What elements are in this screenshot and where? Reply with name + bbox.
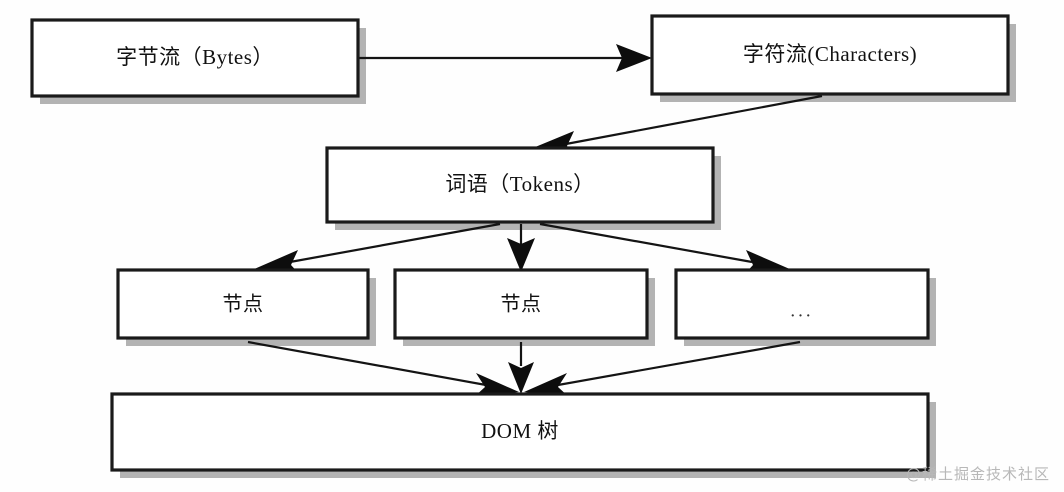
edge-tokens-to-node-2: [507, 224, 535, 272]
node-label-tokens: 词语（Tokens）: [445, 172, 594, 196]
node-box-bytes[interactable]: 字节流（Bytes）: [30, 18, 360, 98]
node-label-node-2: 节点: [501, 293, 542, 316]
node-box-tokens[interactable]: 词语（Tokens）: [325, 146, 715, 224]
nodes-layer: 字节流（Bytes） 字符流(Characters) 词语（Tokens） 节点…: [30, 14, 1010, 472]
arrowhead-node2-dom: [508, 362, 534, 394]
node-box-node-2-rect[interactable]: [393, 268, 649, 340]
arrowhead-node1-dom: [473, 373, 519, 398]
arrowhead-tokens-node2: [507, 238, 535, 272]
node-box-dom-tree-rect[interactable]: [110, 392, 930, 472]
node-label-bytes: 字节流（Bytes）: [116, 45, 274, 69]
edge-line-node1-dom: [247, 340, 487, 387]
node-label-characters: 字符流(Characters): [743, 42, 917, 66]
edge-line-tokens-node3: [539, 222, 753, 264]
node-box-characters-rect[interactable]: [650, 14, 1010, 96]
node-box-node-2[interactable]: 节点: [393, 268, 649, 340]
edge-line-characters-tokens: [565, 94, 823, 146]
node-label-node-1: 节点: [223, 293, 264, 316]
node-box-node-1-rect[interactable]: [116, 268, 370, 340]
watermark: @稀土掘金技术社区: [905, 465, 1050, 483]
node-box-node-1[interactable]: 节点: [116, 268, 370, 340]
node-box-node-3-rect[interactable]: [674, 268, 930, 340]
edge-node-1-to-dom: [247, 340, 519, 398]
edges-layer: [247, 44, 823, 398]
edge-node-3-to-dom: [524, 340, 801, 398]
arrowhead-bytes-characters: [616, 44, 652, 72]
node-box-tokens-rect[interactable]: [325, 146, 715, 224]
node-box-characters[interactable]: 字符流(Characters): [650, 14, 1010, 96]
edge-node-2-to-dom: [508, 342, 534, 394]
node-label-dom-tree: DOM 树: [481, 419, 559, 443]
arrowhead-node3-dom: [524, 373, 570, 398]
node-box-bytes-rect[interactable]: [30, 18, 360, 98]
edge-line-tokens-node1: [289, 222, 501, 264]
node-box-dom-tree[interactable]: DOM 树: [110, 392, 930, 472]
edge-bytes-to-characters: [358, 44, 652, 72]
node-box-node-3[interactable]: ...: [674, 268, 930, 340]
edge-line-node3-dom: [557, 340, 801, 387]
node-label-node-3: ...: [790, 300, 813, 321]
